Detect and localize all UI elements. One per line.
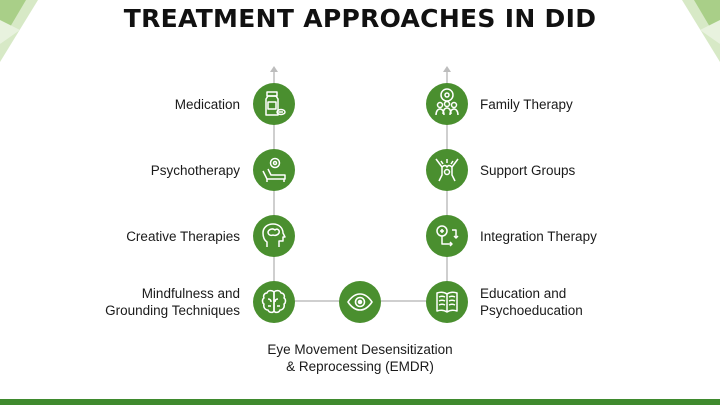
creative-head-icon xyxy=(262,223,286,247)
brain-icon xyxy=(261,289,287,314)
arrow-up-left xyxy=(270,66,278,72)
label-line: Grounding Techniques xyxy=(105,303,240,318)
family-therapy-node xyxy=(426,83,468,125)
page-title: TREATMENT APPROACHES IN DID xyxy=(123,4,597,33)
family-group-icon xyxy=(435,88,459,116)
label-line: Psychoeducation xyxy=(480,303,583,318)
label-line: & Reprocessing (EMDR) xyxy=(286,359,434,374)
label-line: Integration Therapy xyxy=(480,229,597,244)
education-node xyxy=(426,281,468,323)
label-creative-therapies: Creative Therapies xyxy=(126,228,240,245)
medication-node xyxy=(253,83,295,125)
support-groups-node xyxy=(426,149,468,191)
arrow-up-right xyxy=(443,66,451,72)
label-line: Psychotherapy xyxy=(150,163,240,178)
bottom-accent-bar xyxy=(0,399,720,405)
therapy-couch-icon xyxy=(262,157,286,182)
label-support-groups: Support Groups xyxy=(480,162,575,179)
support-hands-icon xyxy=(435,158,459,182)
label-psychotherapy: Psychotherapy xyxy=(151,162,240,179)
label-line: Eye Movement Desensitization xyxy=(267,342,453,357)
corner-decoration-right xyxy=(682,0,720,62)
integration-cycle-icon xyxy=(436,225,459,247)
corner-decoration-left xyxy=(0,0,38,62)
label-line: Medication xyxy=(174,97,240,112)
label-emdr: Eye Movement Desensitization & Reprocess… xyxy=(220,341,500,375)
label-line: Family Therapy xyxy=(480,97,573,112)
medication-bottle-icon xyxy=(265,91,286,116)
label-mindfulness: Mindfulness and Grounding Techniques xyxy=(105,285,240,319)
label-integration-therapy: Integration Therapy xyxy=(480,228,597,245)
label-line: Creative Therapies xyxy=(126,229,240,244)
label-line: Support Groups xyxy=(480,163,576,178)
creative-therapies-node xyxy=(253,215,295,257)
label-line: Mindfulness and xyxy=(141,286,240,301)
label-line: Education and xyxy=(480,286,567,301)
emdr-node xyxy=(339,281,381,323)
eye-icon xyxy=(347,293,373,311)
integration-therapy-node xyxy=(426,215,468,257)
label-education: Education and Psychoeducation xyxy=(480,285,583,319)
label-medication: Medication xyxy=(175,96,240,113)
psychotherapy-node xyxy=(253,149,295,191)
mindfulness-node xyxy=(253,281,295,323)
label-family-therapy: Family Therapy xyxy=(480,96,573,113)
book-icon xyxy=(436,291,458,313)
